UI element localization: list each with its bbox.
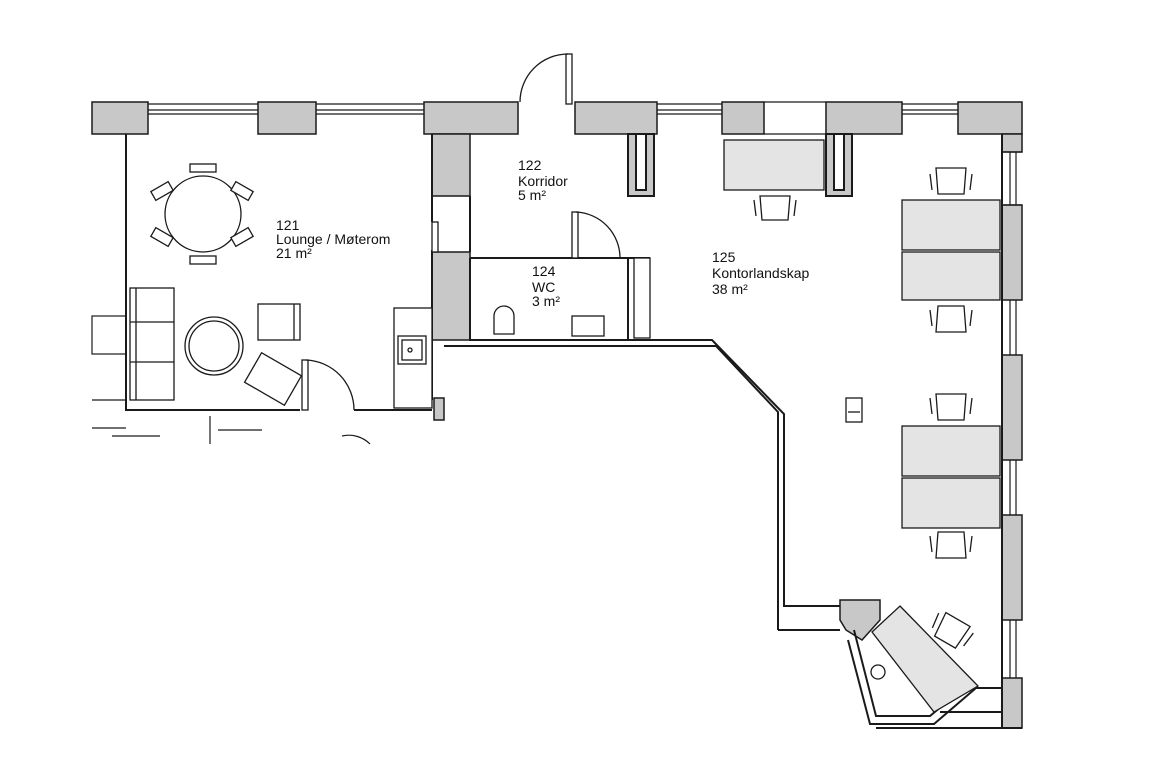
room-name: WC (532, 279, 555, 295)
office-chair (753, 195, 797, 221)
round-table (164, 175, 242, 253)
desk (901, 425, 1001, 477)
chairs (149, 163, 255, 265)
desk (901, 199, 1001, 251)
office-chairs (753, 167, 974, 680)
armchair (243, 351, 303, 407)
room-number: 121 (276, 217, 300, 233)
room-number: 124 (532, 263, 556, 279)
room-124-label: 124 WC 3 m² (532, 263, 560, 309)
room-name: Korridor (518, 173, 568, 189)
sofa (129, 287, 175, 401)
exterior-walls (91, 101, 1023, 729)
office-chair (929, 305, 973, 333)
interior-walls (125, 133, 1022, 729)
room-area: 21 m² (276, 245, 312, 261)
armchair (257, 303, 301, 341)
room-121-label: 121 Lounge / Møterom 21 m² (276, 217, 390, 261)
desk (901, 477, 1001, 529)
room-name: Kontorlandskap (712, 265, 810, 281)
room-125-label: 125 Kontorlandskap 38 m² (712, 249, 810, 297)
doors (301, 53, 621, 411)
room-number: 122 (518, 157, 542, 173)
room-number: 125 (712, 249, 736, 265)
toilet (493, 305, 515, 335)
room-name: Lounge / Møterom (276, 231, 390, 247)
lounge-furniture (129, 163, 433, 409)
bin (870, 664, 886, 680)
neighbour-walls (91, 315, 371, 445)
room-area: 3 m² (532, 293, 560, 309)
desk (723, 139, 825, 191)
office-chair (931, 611, 974, 649)
cabinet (633, 257, 651, 339)
room-area: 5 m² (518, 187, 546, 203)
desk (901, 251, 1001, 301)
office-furniture (633, 139, 1001, 713)
office-chair (929, 167, 973, 195)
office-chair (929, 393, 973, 421)
windows (148, 101, 1022, 678)
wc-fixtures (493, 305, 605, 337)
office-chair (929, 531, 973, 559)
column (845, 397, 863, 423)
desk (871, 605, 980, 713)
sink (571, 315, 605, 337)
room-122-label: 122 Korridor 5 m² (518, 157, 568, 203)
room-area: 38 m² (712, 281, 748, 297)
